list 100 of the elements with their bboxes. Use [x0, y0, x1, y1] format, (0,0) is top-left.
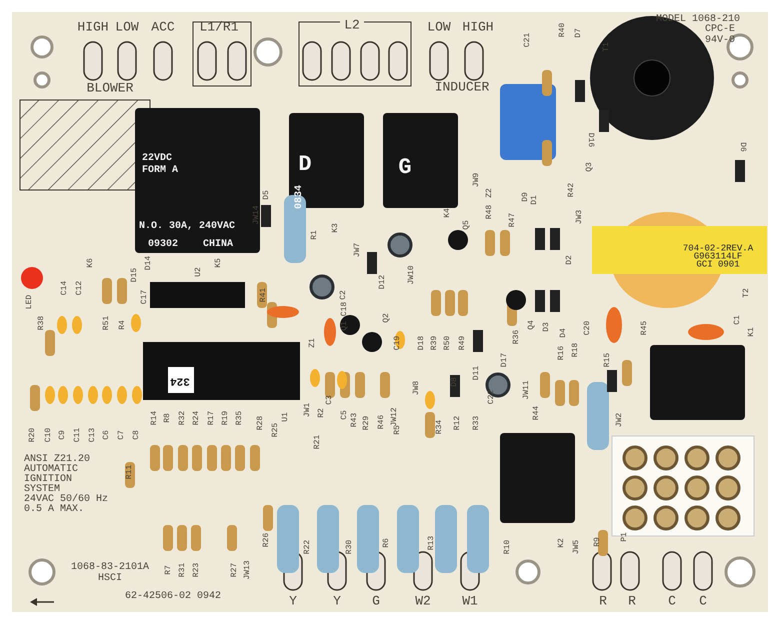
component-designator: C8: [133, 430, 141, 440]
relay-marking: G: [398, 157, 412, 179]
component-designator: R33: [473, 416, 481, 430]
component-designator: Q3: [586, 162, 594, 172]
terminal-label: L2: [344, 18, 360, 32]
component-designator: R30: [346, 540, 354, 554]
terminal-label: ACC: [151, 20, 175, 34]
component-designator: K6: [87, 258, 95, 268]
terminal-label: INDUCER: [434, 80, 490, 94]
component-designator: C2: [340, 290, 348, 300]
component-designator: R43: [351, 412, 359, 428]
component-designator: K5: [215, 258, 223, 268]
transformer-marking: G963114LF: [694, 252, 742, 262]
component-designator: R51: [103, 316, 111, 330]
component-designator: R40: [559, 22, 567, 38]
component-designator: R17: [208, 410, 216, 426]
component-designator: R14: [151, 410, 159, 426]
component-designator: K2: [558, 538, 566, 548]
component-designator: R9: [594, 537, 602, 547]
terminal-label: C: [699, 594, 707, 608]
component-designator: C19: [394, 336, 402, 350]
component-designator: R18: [572, 342, 580, 358]
component-designator: C11: [74, 428, 82, 442]
relay-marking: N.O. 30A, 240VAC: [139, 222, 235, 232]
certification-note: SYSTEM: [24, 485, 60, 495]
component-designator: C5: [341, 410, 349, 420]
component-designator: R15: [604, 352, 612, 368]
component-designator: R50: [444, 336, 452, 350]
component-designator: R11: [126, 464, 134, 480]
transformer-marking: GCI 0901: [696, 260, 740, 270]
component-designator: D16: [586, 132, 594, 148]
board-marking: 62-42506-02 0942: [125, 592, 221, 602]
component-designator: Q5: [463, 220, 471, 230]
component-designator: JW2: [616, 412, 624, 428]
component-designator: R5: [394, 425, 402, 435]
terminal-label: R: [628, 594, 636, 608]
component-designator: R22: [304, 540, 312, 554]
component-designator: R42: [568, 182, 576, 198]
component-designator: JW5: [573, 540, 581, 554]
component-designator: R4: [119, 320, 127, 330]
component-designator: U1: [282, 412, 290, 422]
component-designator: D4: [560, 328, 568, 338]
component-designator: R44: [533, 406, 541, 420]
component-designator: D3: [543, 322, 551, 332]
terminal-label: Y: [289, 594, 297, 608]
component-designator: R35: [236, 410, 244, 426]
component-designator: R10: [504, 540, 512, 554]
terminal-label: LOW: [115, 20, 139, 34]
terminal-label: W2: [415, 594, 431, 608]
component-designator: U2: [195, 267, 203, 277]
component-designator: JW13: [244, 560, 252, 580]
certification-note: AUTOMATIC: [24, 465, 78, 475]
component-designator: R41: [260, 288, 268, 302]
terminal-label: W1: [462, 594, 478, 608]
component-designator: R48: [486, 204, 494, 220]
board-marking: 1068-83-2101A: [71, 563, 149, 573]
terminal-label: LOW: [427, 20, 451, 34]
board-marking: HSCI: [98, 574, 122, 584]
component-designator: K1: [748, 327, 756, 337]
component-designator: D6: [738, 142, 746, 152]
component-designator: JW9: [473, 172, 481, 188]
component-designator: JW10: [408, 265, 416, 285]
component-designator: R23: [193, 562, 201, 578]
component-designator: R24: [193, 410, 201, 426]
component-designator: R8: [164, 413, 172, 423]
component-designator: R13: [428, 536, 436, 550]
component-designator: D14: [145, 256, 153, 270]
component-designator: R2: [318, 408, 326, 418]
certification-note: 24VAC 50/60 Hz: [24, 495, 108, 505]
board-marking: 94V-0: [705, 36, 735, 46]
component-designator: JW1: [304, 402, 312, 418]
component-designator: R25: [272, 422, 280, 438]
component-designator: C1: [734, 315, 742, 325]
relay-marking: 09302: [148, 240, 178, 250]
component-designator: R31: [179, 562, 187, 578]
component-designator: R34: [436, 420, 444, 434]
component-designator: R49: [459, 336, 467, 350]
component-designator: R32: [179, 410, 187, 426]
transformer-marking: 704-02-2REV.A: [682, 244, 754, 254]
component-designator: C6: [103, 430, 111, 440]
component-designator: JW3: [576, 210, 584, 224]
component-designator: R29: [363, 416, 371, 430]
component-designator: R26: [263, 532, 271, 548]
terminal-label: HIGH: [462, 20, 494, 34]
component-designator: R1: [311, 230, 319, 240]
terminal-label: C: [668, 594, 676, 608]
terminal-label: L1/R1: [200, 20, 238, 34]
component-designator: R28: [257, 416, 265, 430]
component-designator: D11: [473, 366, 481, 380]
relay-marking: D: [298, 154, 312, 176]
component-designator: C17: [141, 290, 149, 304]
terminal-label: R: [599, 594, 607, 608]
component-designator: R19: [222, 410, 230, 426]
component-designator: D2: [566, 255, 574, 265]
component-designator: JW8: [413, 380, 421, 396]
component-designator: D9: [522, 192, 530, 202]
certification-note: ANSI Z21.20: [24, 455, 90, 465]
component-designator: C10: [45, 428, 53, 442]
component-designator: C3: [326, 395, 334, 405]
terminal-label: G: [372, 594, 380, 608]
